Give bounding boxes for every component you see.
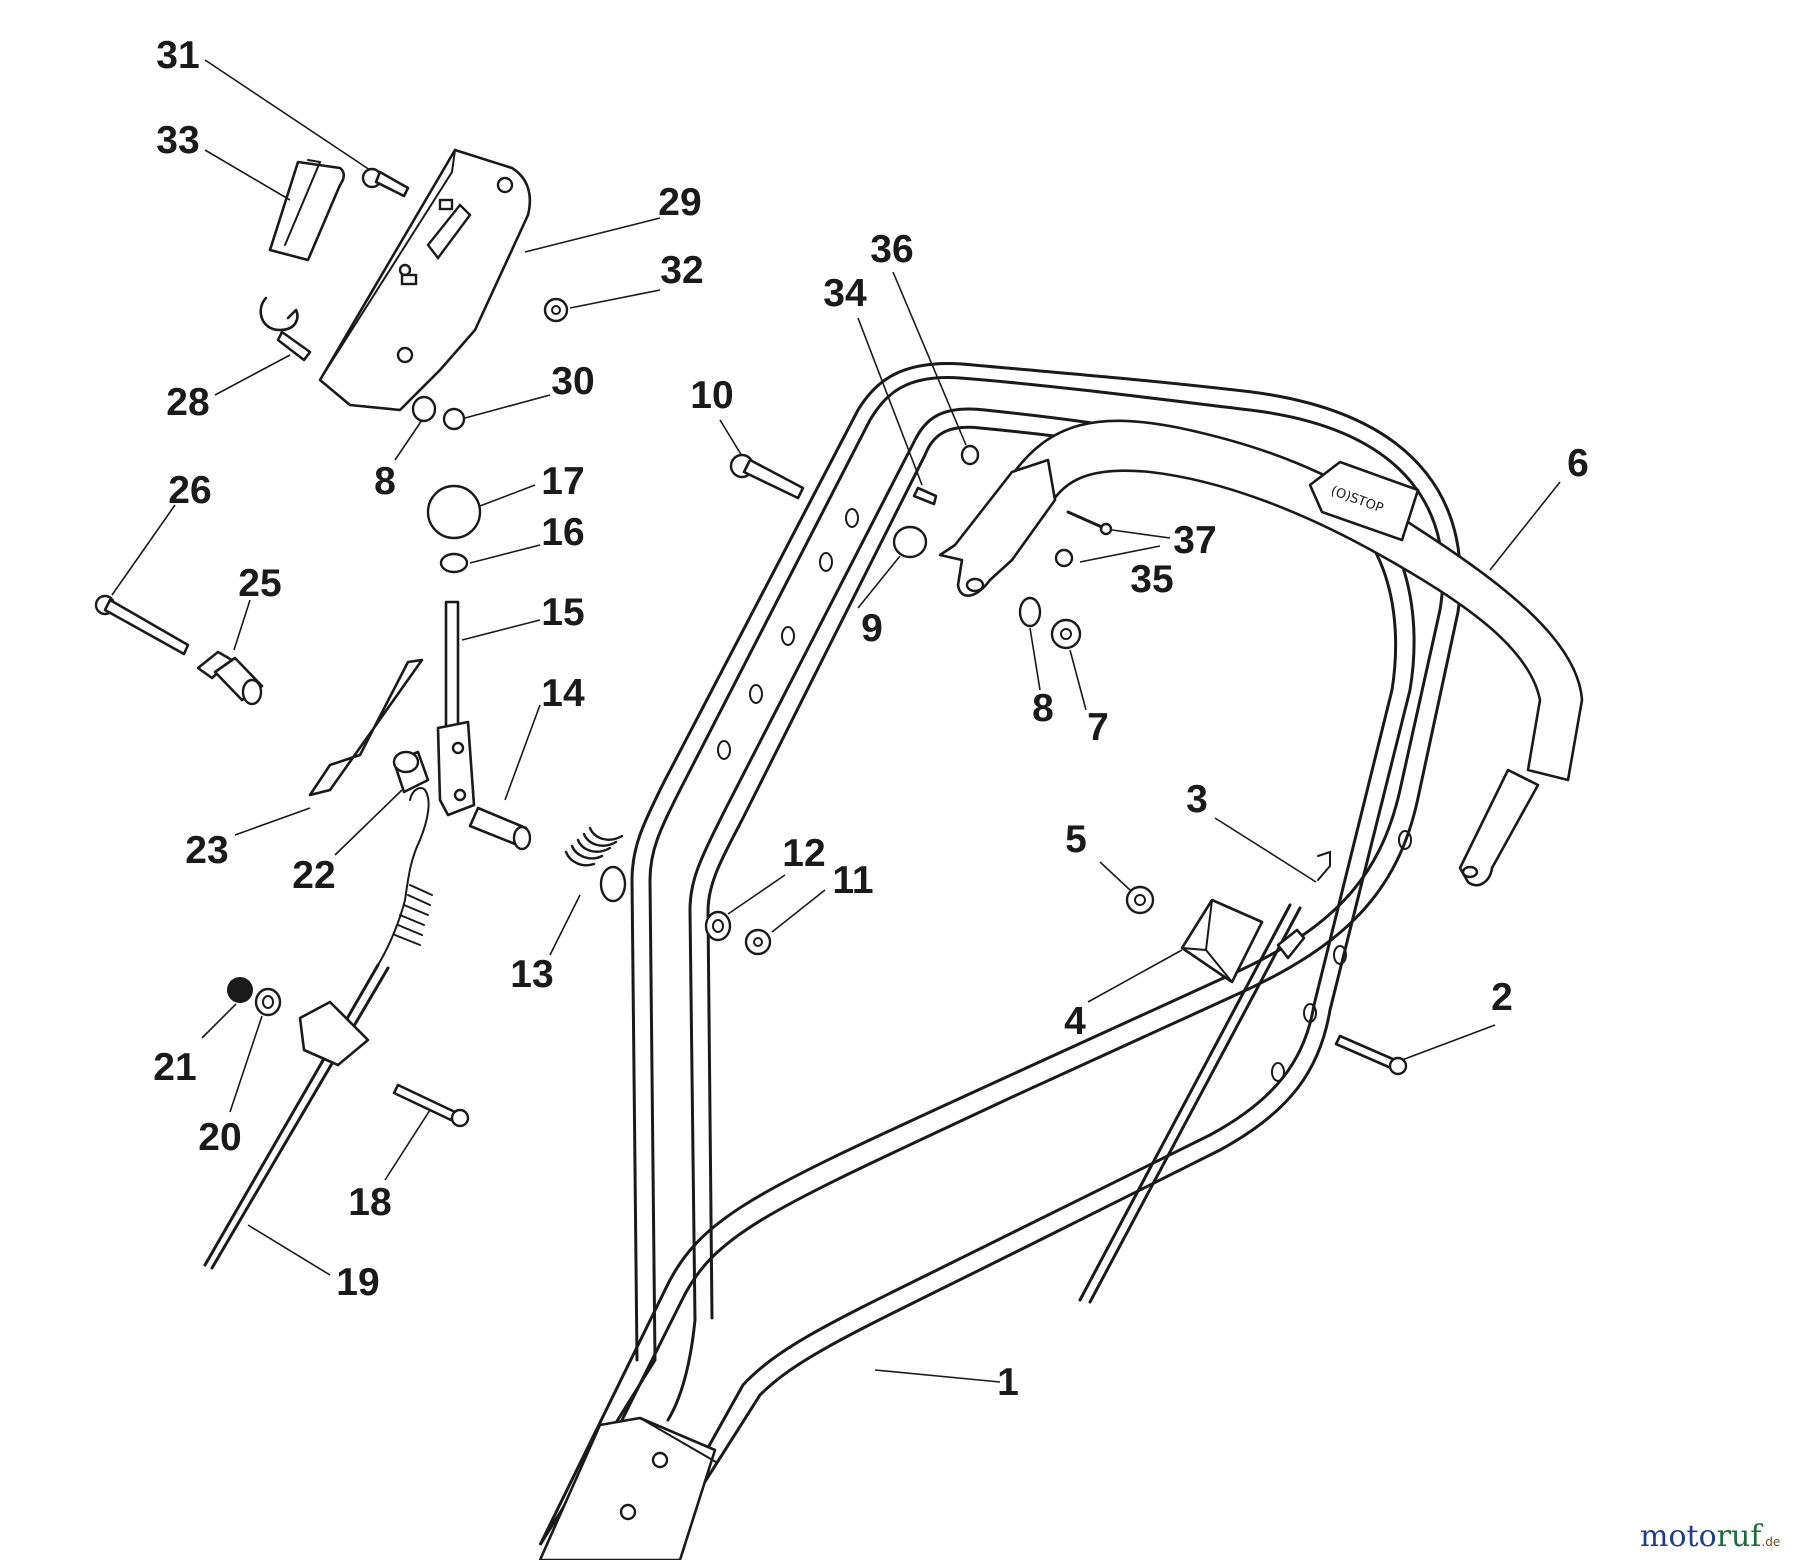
callout-32: 32 [660,249,703,292]
callout-34: 34 [823,272,867,315]
spacer-25 [196,650,264,706]
callout-37: 37 [1173,519,1216,562]
callout-13: 13 [510,953,553,996]
washer-20 [254,987,282,1017]
bushing-9 [892,525,928,559]
callout-1: 1 [997,1361,1019,1404]
screw-34 [912,486,938,506]
callout-21: 21 [153,1046,196,1089]
grip-stop-label [1308,460,1420,542]
cable-clamp-19 [298,1000,370,1067]
washer-12 [704,910,732,942]
frame-holes [717,508,1412,1082]
callout-23: 23 [185,829,228,872]
screw-18 [392,1083,470,1128]
callout-5: 5 [1065,818,1087,861]
knob-17 [426,484,482,540]
leader-lines [111,59,1561,1383]
callout-28: 28 [166,381,209,424]
callout-30: 30 [551,360,594,403]
washer-8-upper [411,395,437,423]
watermark-part2: ruf [1717,1519,1764,1554]
washer-35 [1054,548,1074,568]
hook-bolt-28 [259,296,312,362]
nut-32 [543,297,569,323]
nut-16 [439,552,469,574]
callout-20: 20 [198,1116,241,1159]
bolt-26 [94,594,190,656]
cable-spring [377,787,433,966]
screw-2 [1334,1034,1408,1076]
control-housing [318,148,532,412]
callout-12: 12 [782,832,825,875]
screw-37 [1066,510,1106,530]
callout-3: 3 [1186,778,1208,821]
callout-7: 7 [1087,706,1109,749]
washer-36 [960,444,980,466]
callout-18: 18 [348,1181,391,1224]
callout-4: 4 [1064,1000,1086,1043]
callout-25: 25 [238,562,281,605]
plate-23 [308,658,424,797]
nut-5 [1125,885,1155,915]
washer-8-lower [1018,596,1042,628]
callout-9: 9 [861,607,883,650]
callout-36: 36 [870,228,913,271]
watermark-suffix: .de [1761,1535,1780,1549]
callout-33: 33 [156,119,199,162]
callout-31: 31 [156,34,199,77]
callout-22: 22 [292,854,335,897]
base-bracket [538,1416,717,1560]
bolt-10 [729,453,805,500]
svg-text:motoruf.de: motoruf.de [1640,1519,1780,1554]
callout-35: 35 [1130,558,1173,601]
callout-26: 26 [168,469,211,512]
callout-29: 29 [658,181,701,224]
spring-13 [564,826,627,903]
nut-7 [1050,618,1082,650]
cables [203,850,1331,1304]
nut-30 [442,407,466,431]
block-4 [1180,898,1264,984]
nut-21 [227,977,253,1003]
callout-15: 15 [541,591,584,634]
callout-8-upper: 8 [374,460,396,503]
cover-33 [268,160,346,262]
callout-17: 17 [541,460,584,503]
upper-handle-bar: (O)STOP [938,419,1584,887]
callout-numbers: 31 33 29 32 28 30 8 17 16 15 14 26 25 23… [153,34,1589,1404]
nut-11 [744,928,772,956]
watermark-logo: motoruf.de [1640,1519,1780,1554]
callout-2: 2 [1491,976,1513,1019]
callout-19: 19 [336,1261,379,1304]
rod-15 [436,600,476,817]
callout-11: 11 [832,859,873,902]
callout-14: 14 [541,672,585,715]
callout-8-lower: 8 [1032,687,1054,730]
callout-16: 16 [541,511,584,554]
callout-6: 6 [1567,442,1589,485]
callout-10: 10 [690,374,733,417]
watermark-part1: moto [1640,1519,1717,1554]
screw-31 [361,167,410,198]
